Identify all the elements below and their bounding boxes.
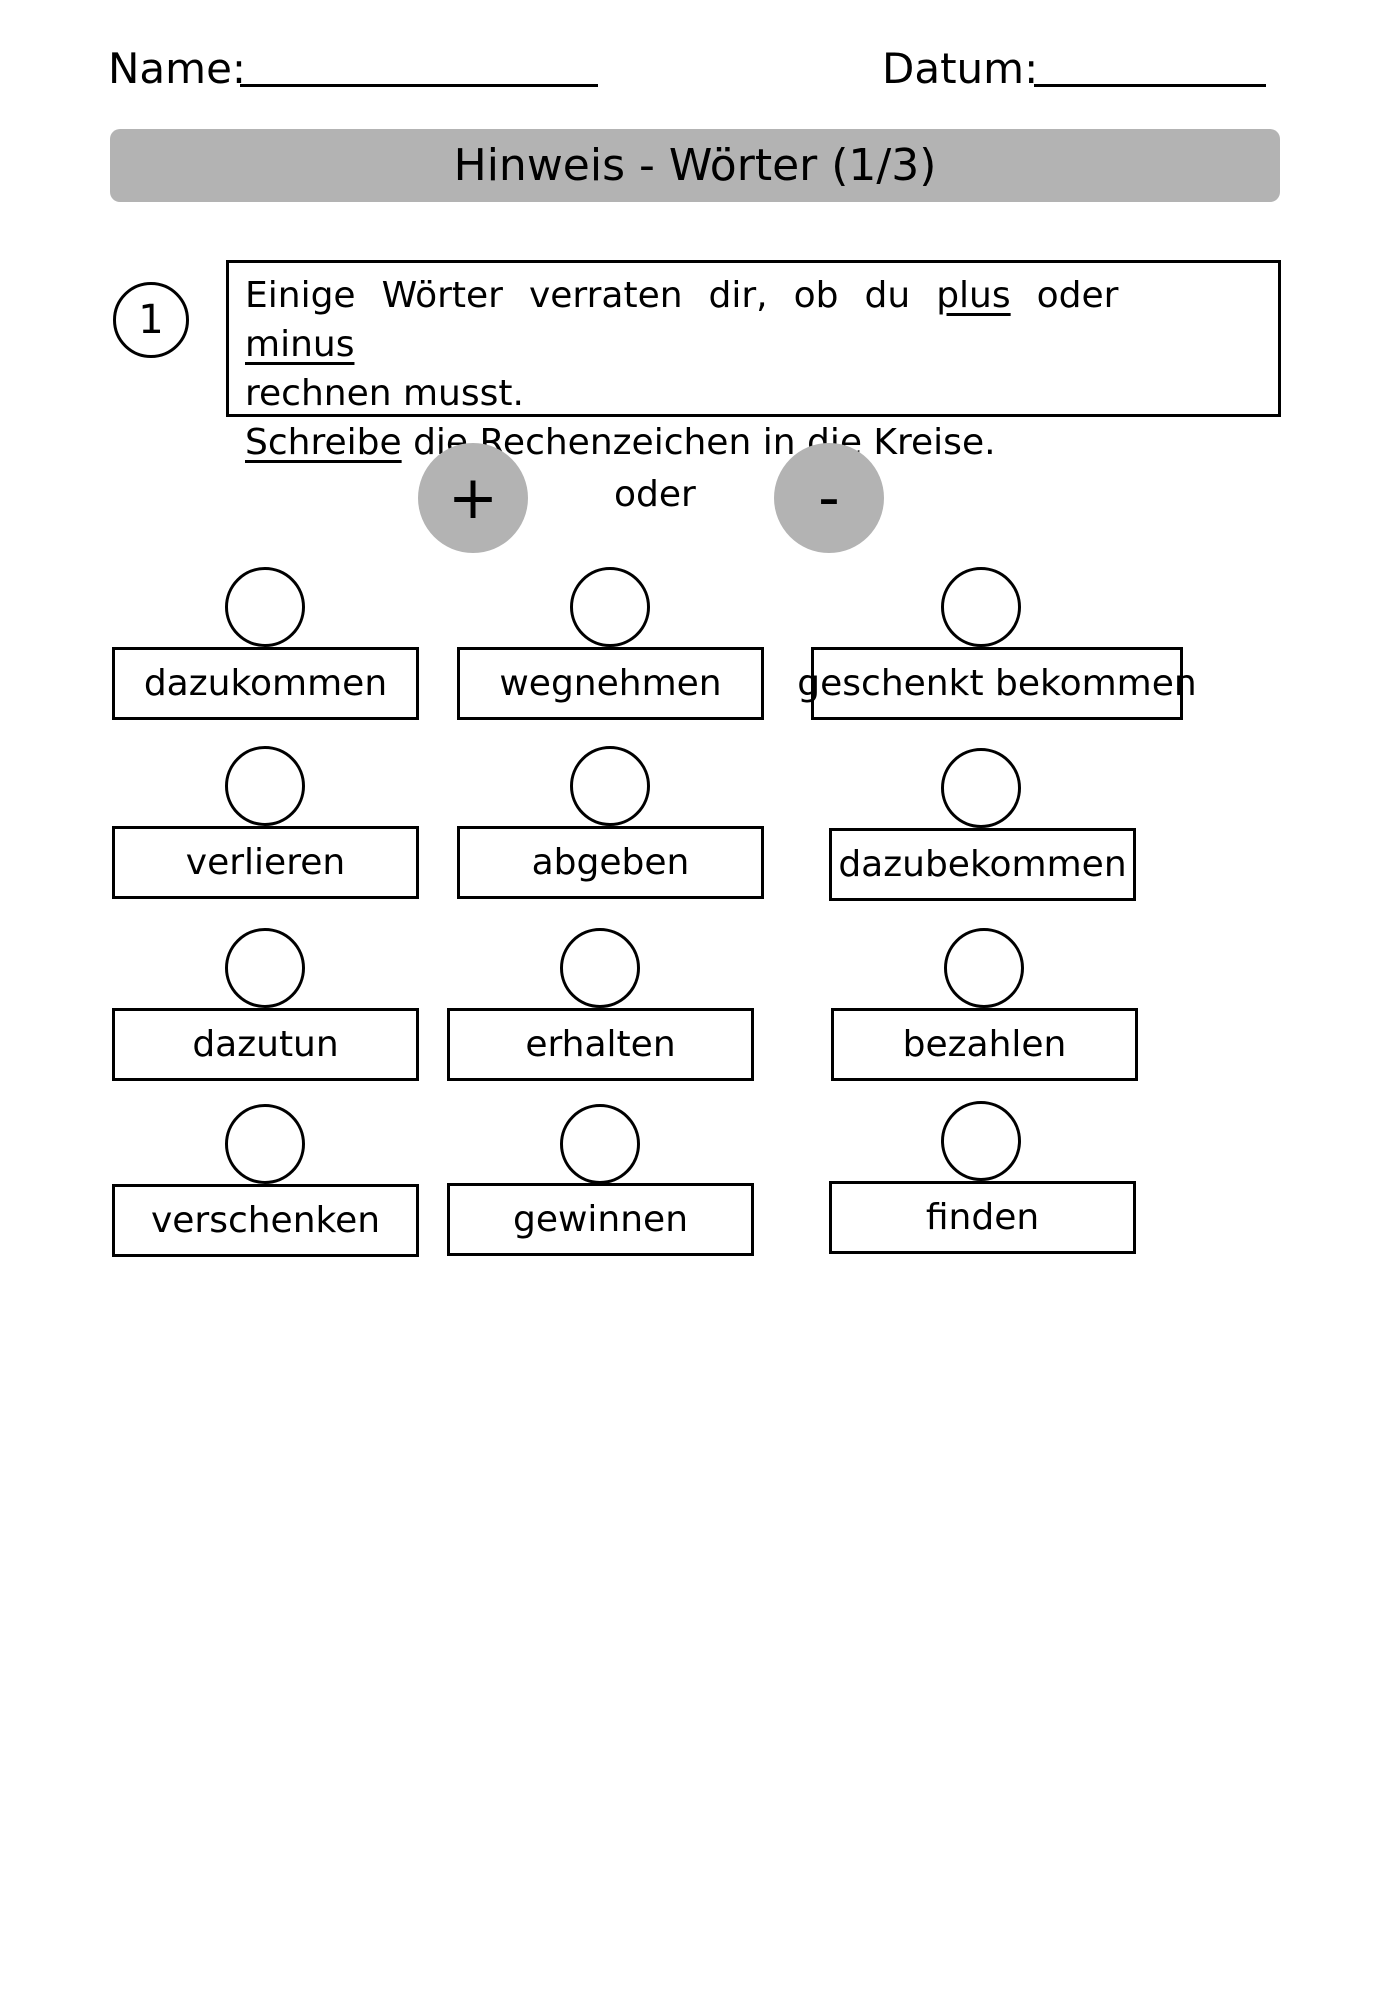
minus-word: minus <box>245 324 355 365</box>
minus-symbol: - <box>818 463 840 533</box>
word-box: dazukommen <box>112 647 419 720</box>
word-box: erhalten <box>447 1008 754 1081</box>
answer-circle[interactable] <box>560 1104 640 1184</box>
word-label: geschenkt bekommen <box>797 663 1197 704</box>
instruction-line-3: Schreibe die Rechenzeichen in die Kreise… <box>245 418 1262 467</box>
instr-word: Einige <box>245 275 356 316</box>
instr-word: dir, <box>708 275 768 316</box>
word-label: dazubekommen <box>838 844 1127 885</box>
instr-word: du <box>864 275 911 316</box>
word-label: dazukommen <box>143 663 388 704</box>
answer-circle[interactable] <box>941 567 1021 647</box>
instr-word: Wörter <box>381 275 503 316</box>
oder-label: oder <box>614 474 696 515</box>
word-box: verlieren <box>112 826 419 899</box>
plus-symbol-circle: + <box>418 443 528 553</box>
date-label: Datum: <box>882 44 1039 93</box>
instruction-rest: die Rechenzeichen in die Kreise. <box>413 422 996 463</box>
plus-symbol: + <box>447 463 499 533</box>
task-number: 1 <box>113 282 189 358</box>
word-box: finden <box>829 1181 1136 1254</box>
word-box: verschenken <box>112 1184 419 1257</box>
date-line[interactable] <box>1034 84 1266 87</box>
title-bar: Hinweis - Wörter (1/3) <box>110 129 1280 202</box>
answer-circle[interactable] <box>941 748 1021 828</box>
word-label: erhalten <box>525 1024 676 1065</box>
word-label: dazutun <box>192 1024 339 1065</box>
word-box: bezahlen <box>831 1008 1138 1081</box>
answer-circle[interactable] <box>944 928 1024 1008</box>
word-label: wegnehmen <box>499 663 722 704</box>
instruction-line-2: rechnen musst. <box>245 373 524 414</box>
plus-word: plus <box>936 275 1011 316</box>
schreibe-word: Schreibe <box>245 422 402 463</box>
word-label: verschenken <box>150 1200 381 1241</box>
answer-circle[interactable] <box>225 1104 305 1184</box>
instr-word: oder <box>1036 275 1119 316</box>
word-label: bezahlen <box>902 1024 1067 1065</box>
word-box: dazutun <box>112 1008 419 1081</box>
answer-circle[interactable] <box>225 567 305 647</box>
word-label: finden <box>925 1197 1040 1238</box>
page-title: Hinweis - Wörter (1/3) <box>453 140 937 191</box>
instr-word: verraten <box>528 275 683 316</box>
word-label: verlieren <box>185 842 346 883</box>
word-box: geschenkt bekommen <box>797 647 1197 720</box>
instr-word: ob <box>793 275 839 316</box>
name-line[interactable] <box>240 84 598 87</box>
word-box: abgeben <box>457 826 764 899</box>
word-label: gewinnen <box>512 1199 689 1240</box>
answer-circle[interactable] <box>570 746 650 826</box>
answer-circle[interactable] <box>560 928 640 1008</box>
word-box: wegnehmen <box>457 647 764 720</box>
answer-circle[interactable] <box>225 746 305 826</box>
minus-symbol-circle: - <box>774 443 884 553</box>
word-box: gewinnen <box>447 1183 754 1256</box>
task-number-label: 1 <box>138 297 164 343</box>
answer-circle[interactable] <box>225 928 305 1008</box>
word-box: dazubekommen <box>829 828 1136 901</box>
name-label: Name: <box>108 44 247 93</box>
answer-circle[interactable] <box>570 567 650 647</box>
word-label: abgeben <box>531 842 690 883</box>
answer-circle[interactable] <box>941 1101 1021 1181</box>
